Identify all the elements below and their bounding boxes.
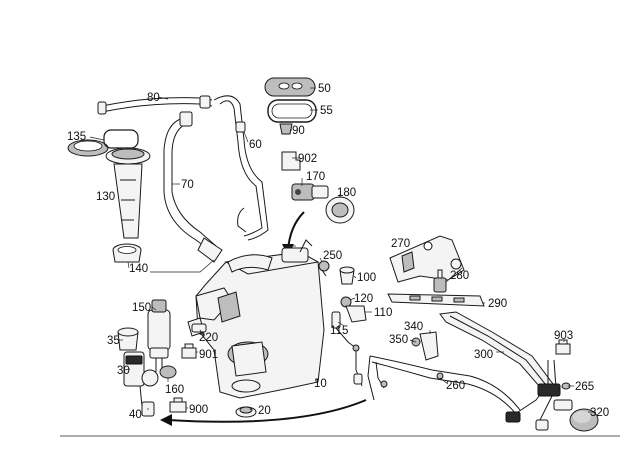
hose-260 [367,355,521,415]
callout-115: 115 [330,325,348,337]
callout-20: 20 [258,405,271,417]
callout-80: 80 [147,92,160,104]
callout-270: 270 [391,238,410,250]
callout-40: 40 [129,409,142,421]
callout-280: 280 [450,270,469,282]
bracket-270 [389,235,465,283]
connector-903 [555,339,571,355]
grommet-100 [339,266,355,285]
seal-140 [112,243,142,263]
callout-340: 340 [404,321,423,333]
grommet-180 [325,196,355,224]
cap-320 [569,408,599,432]
connector-901 [181,343,197,359]
callout-320: 320 [590,407,609,419]
connector-900 [169,397,187,413]
grommet-20 [235,406,257,418]
callout-250: 250 [323,250,342,262]
leader-lines [89,87,596,413]
callout-30: 30 [117,365,130,377]
assembly-arrow-hose [160,399,367,426]
callout-135: 135 [67,131,86,143]
callout-350: 350 [389,334,408,346]
callout-290: 290 [488,298,507,310]
gasket-55 [267,99,317,123]
callout-70: 70 [181,179,194,191]
callout-110: 110 [374,307,392,319]
callout-265: 265 [575,381,594,393]
callout-180: 180 [337,187,356,199]
callout-50: 50 [318,83,331,95]
panel-290 [387,293,485,307]
callout-260: 260 [446,380,465,392]
callout-160: 160 [165,384,184,396]
washer-reservoir-10 [195,239,325,399]
callout-902: 902 [298,153,317,165]
bracket-340 [419,331,439,361]
plug-250 [318,260,330,277]
pump-30 [123,351,159,413]
filler-neck-130 [105,147,151,239]
plug-90 [279,123,293,135]
callout-150: 150 [132,302,151,314]
check-valve-115 [331,311,363,387]
callout-140: 140 [129,263,148,275]
clip-220 [187,317,207,337]
callout-labels: 10 20 30 35 40 50 55 60 70 80 90 100 110… [67,83,609,421]
callout-903: 903 [554,330,573,342]
seal-35 [117,327,139,351]
connector-902 [281,151,301,171]
callout-900: 900 [189,404,208,416]
hose-70 [163,111,223,263]
hose-80 [97,95,213,115]
grommet-160 [159,365,177,379]
callout-35: 35 [107,335,120,347]
callout-130: 130 [96,191,115,203]
filler-cap-135 [67,129,139,157]
valve-110 [345,305,367,323]
pump-150 [147,299,171,372]
callout-120: 120 [354,293,373,305]
callout-90: 90 [292,125,305,137]
cap-50 [264,77,316,97]
callout-300: 300 [474,349,493,361]
bolt-280 [433,269,447,293]
callout-901: 901 [199,349,218,361]
tank-neck-collar [227,254,273,273]
callout-60: 60 [249,139,262,151]
callout-10: 10 [314,378,327,390]
callout-55: 55 [320,105,333,117]
callout-170: 170 [306,171,325,183]
hose-60 [213,95,269,241]
callout-220: 220 [199,332,218,344]
callout-100: 100 [357,272,376,284]
level-sensor-170 [291,183,329,201]
